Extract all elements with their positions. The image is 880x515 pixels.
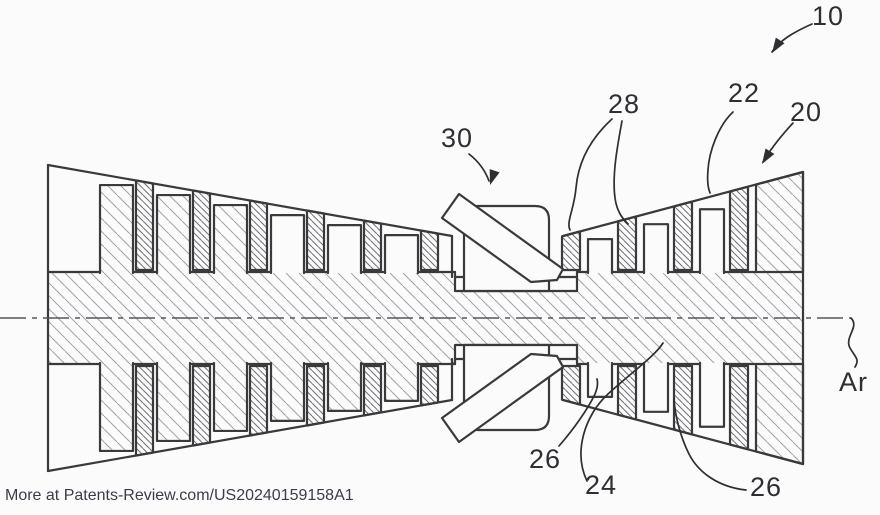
ref-label-26-first: 26 [529,444,562,474]
ref-label-24: 24 [585,470,618,500]
ref-label-ar-axis: Ar [839,367,868,397]
ref-label-22: 22 [728,78,761,108]
ref-label-20: 20 [790,97,823,127]
ref-label-28: 28 [608,89,641,119]
watermark-text: More at Patents-Review.com/US20240159158… [5,487,354,504]
ref-label-26-second: 26 [750,472,783,502]
ref-label-30: 30 [441,123,474,153]
ref-label-10: 10 [812,1,845,31]
